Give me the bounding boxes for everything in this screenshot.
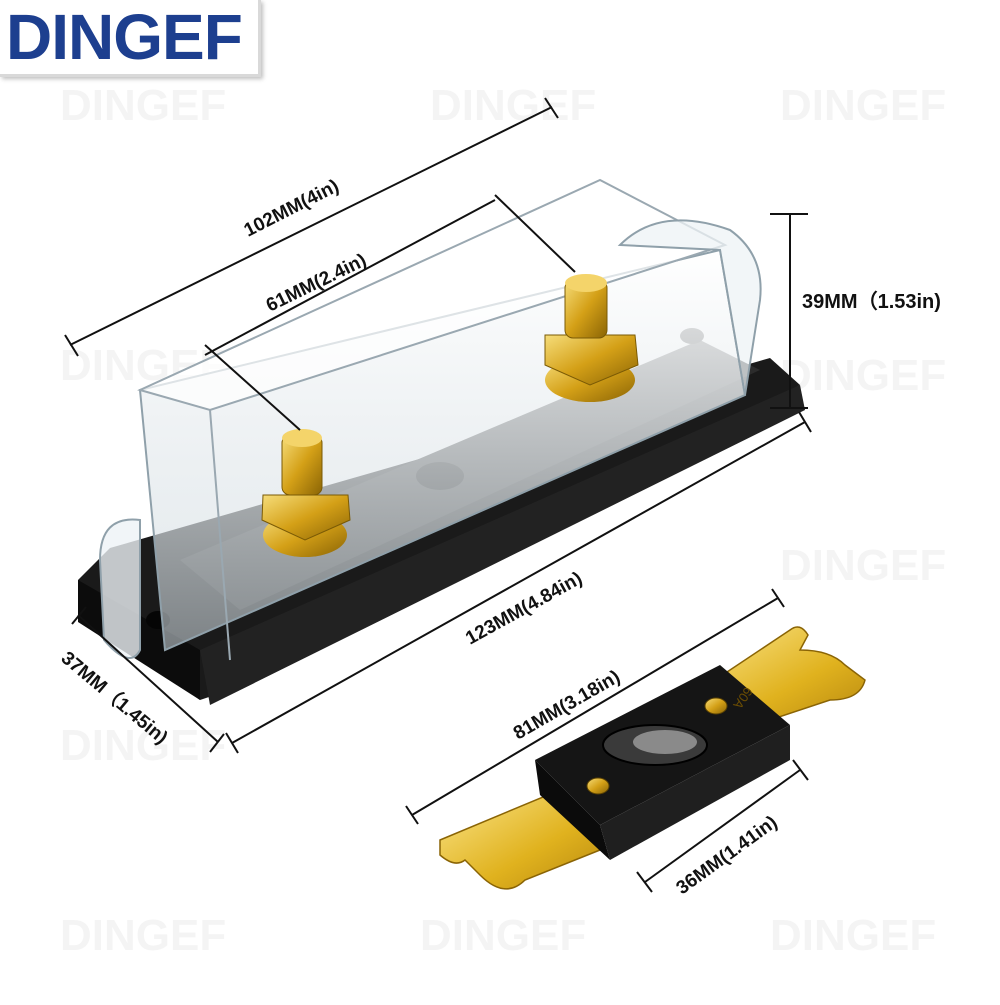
watermark-layer: DINGEF DINGEF DINGEF DINGEF DINGEF DINGE… xyxy=(60,81,946,960)
watermark: DINGEF xyxy=(780,81,946,130)
fuse-eyelet-right xyxy=(704,697,728,715)
watermark: DINGEF xyxy=(430,81,596,130)
brand-logo: DINGEF xyxy=(6,1,243,73)
terminal-stud-right xyxy=(544,274,639,402)
watermark: DINGEF xyxy=(60,81,226,130)
cover-arch-left xyxy=(98,518,141,659)
cover-arch-right xyxy=(617,219,762,396)
holder-base-front xyxy=(200,385,805,705)
dimension-lines xyxy=(64,97,812,893)
watermark: DINGEF xyxy=(60,721,226,770)
fuse-body-front xyxy=(535,760,610,860)
fuse-blade-left xyxy=(439,791,602,890)
watermark: DINGEF xyxy=(60,911,226,960)
watermark: DINGEF xyxy=(780,351,946,400)
fuse-eyelet-left xyxy=(586,777,610,795)
watermark: DINGEF xyxy=(770,911,936,960)
watermark: DINGEF xyxy=(420,911,586,960)
dimension-label-height: 39MM（1.53in) xyxy=(802,290,941,313)
brand-logo-box: DINGEF xyxy=(0,0,261,77)
terminal-stud-left xyxy=(261,429,351,557)
fuse-holder xyxy=(78,178,805,705)
dimension-label-overall-length: 102MM(4in) xyxy=(241,176,343,242)
dimension-label-fuse-width: 36MM(1.41in) xyxy=(673,812,782,899)
watermark: DINGEF xyxy=(780,541,946,590)
anl-fuse: 60A xyxy=(439,626,866,890)
